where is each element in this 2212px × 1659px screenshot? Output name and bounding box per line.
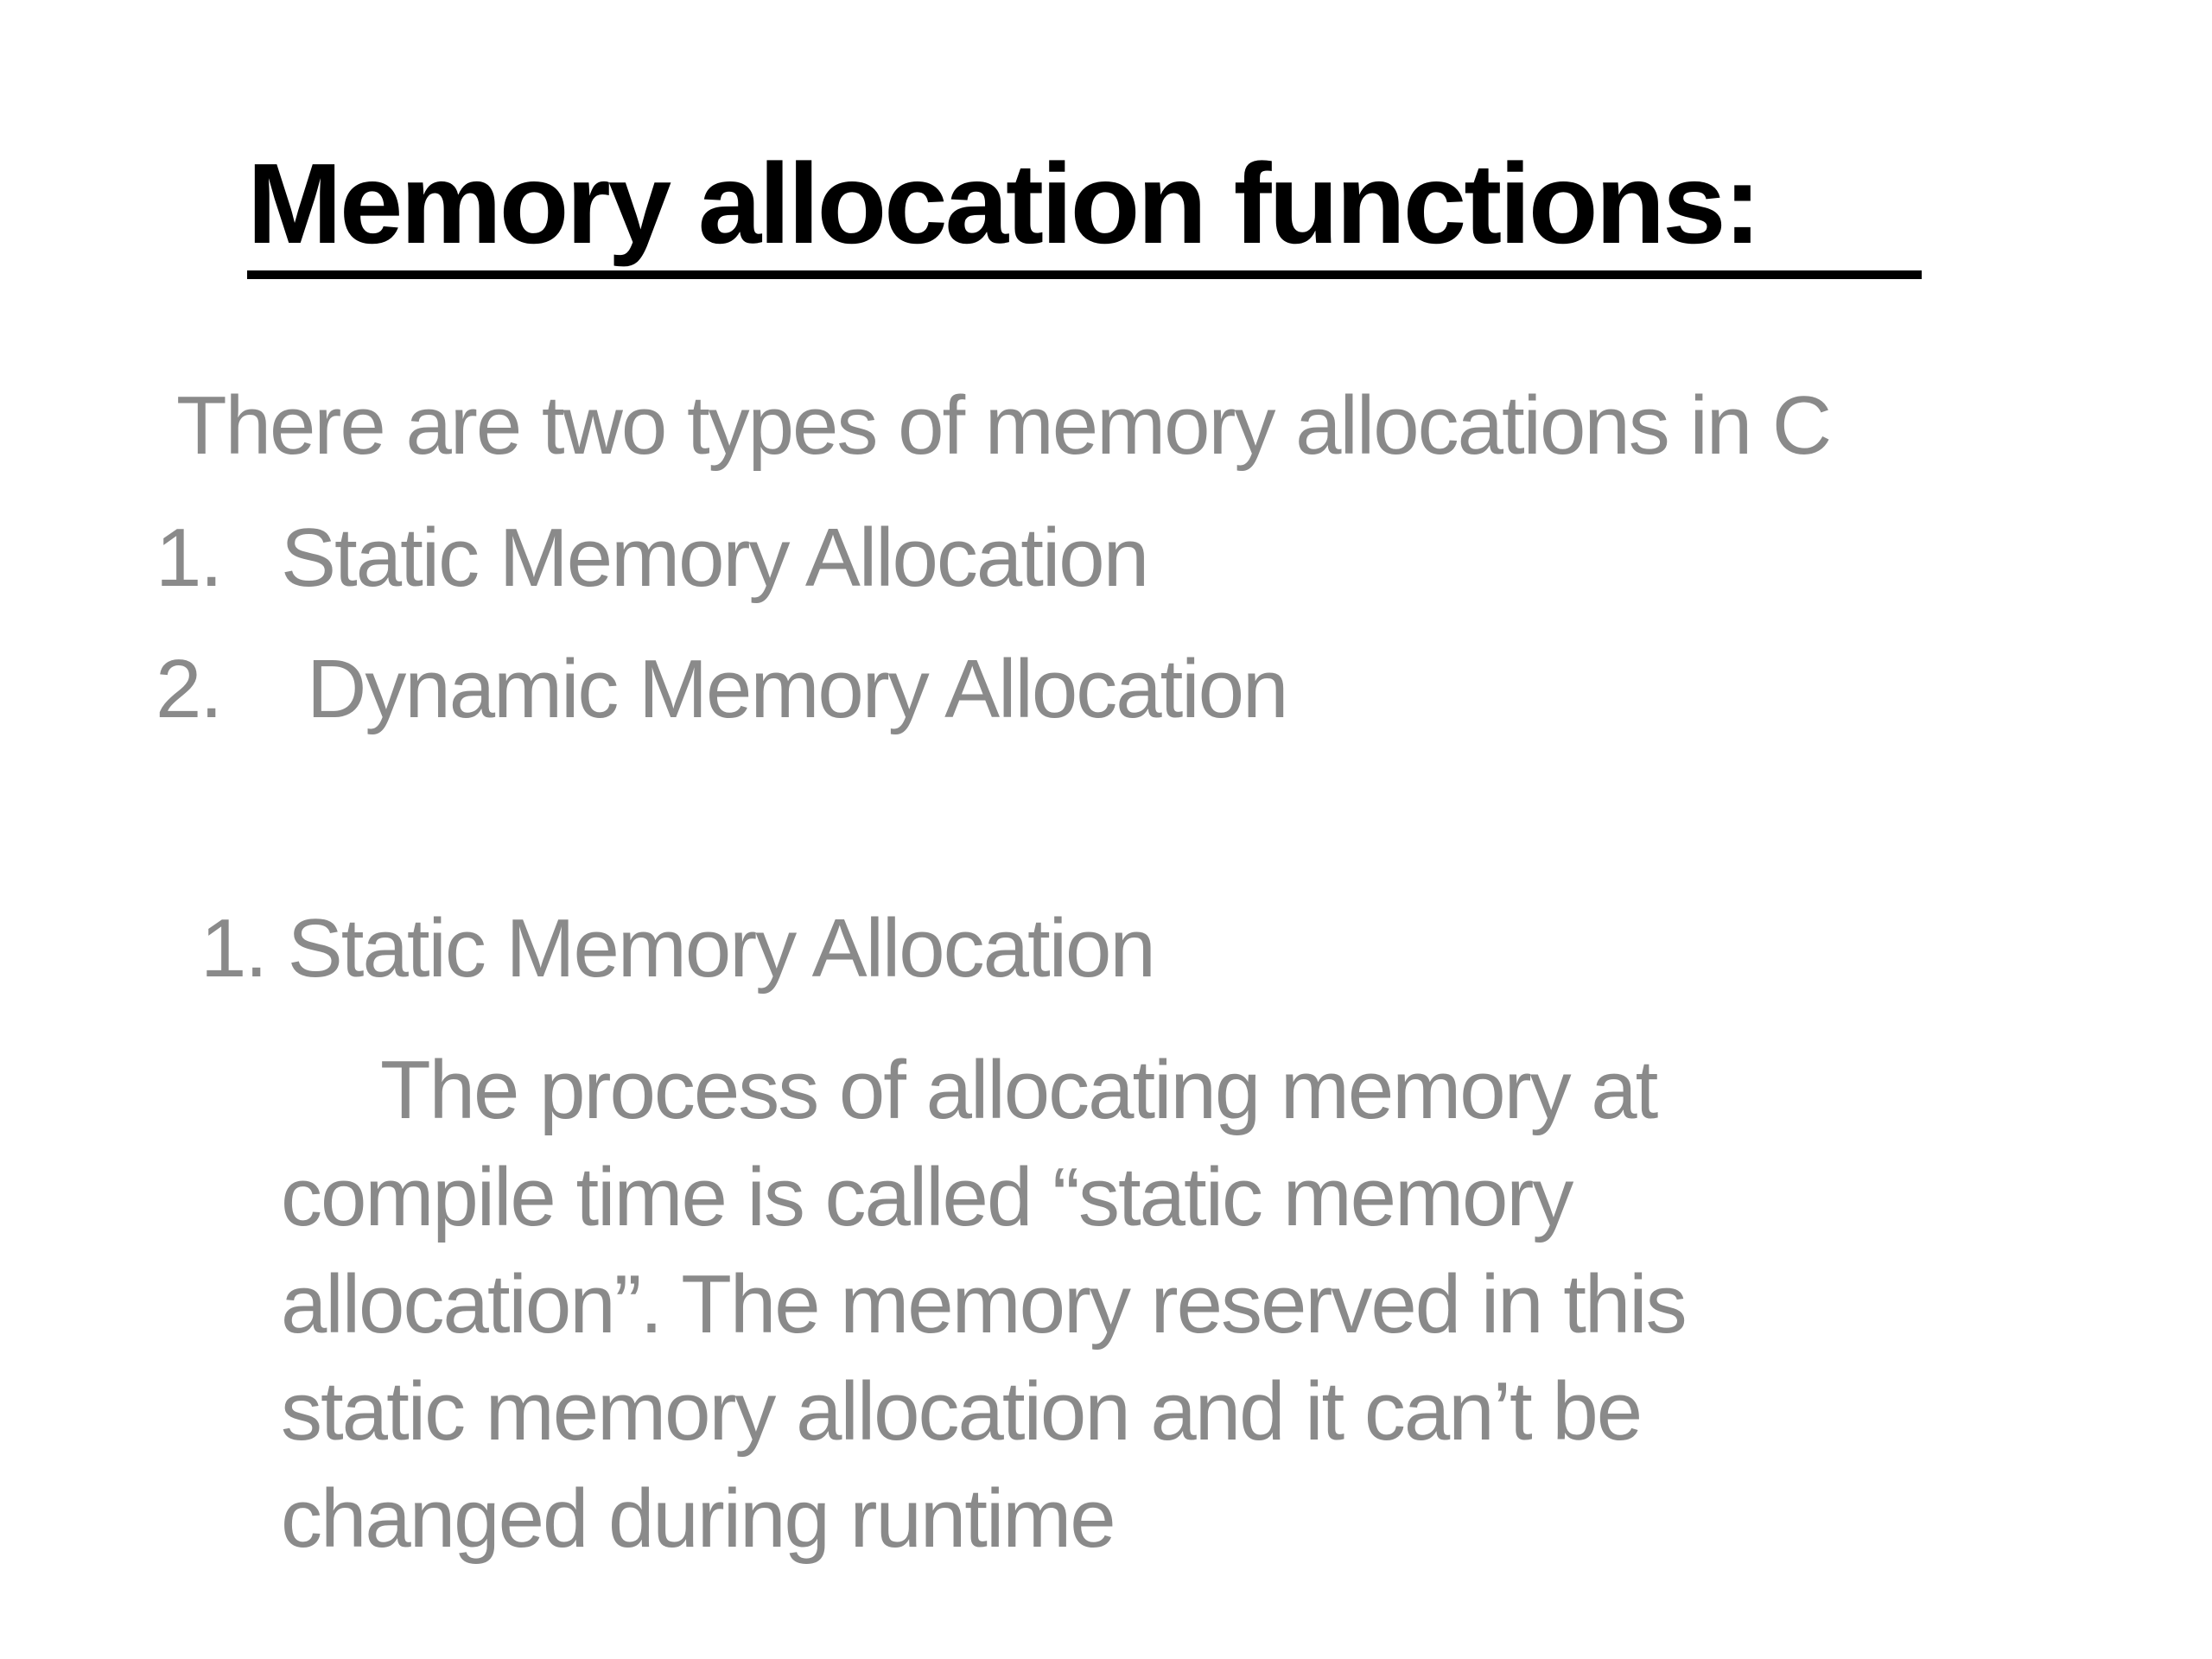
list-item-dynamic: Dynamic Memory Allocation bbox=[307, 643, 1288, 735]
list-item-static: Static Memory Allocation bbox=[281, 512, 1149, 604]
list-item-number: 1. bbox=[156, 512, 223, 604]
paragraph-line: allocation”. The memory reserved in this bbox=[281, 1258, 1688, 1351]
section-paragraph: The process of allocating memory at comp… bbox=[281, 1037, 2009, 1573]
paragraph-line: compile time is called “static memory bbox=[281, 1151, 1573, 1243]
intro-text: There are two types of memory allocation… bbox=[176, 379, 1832, 472]
list-item-number: 2. bbox=[156, 643, 223, 735]
slide-title: Memory allocation functions: bbox=[247, 140, 1761, 267]
title-underline bbox=[247, 270, 1922, 279]
paragraph-line: The process of allocating memory at bbox=[380, 1044, 1658, 1136]
paragraph-line: static memory allocation and it can’t be bbox=[281, 1365, 1643, 1458]
paragraph-line: changed during runtime bbox=[281, 1472, 1116, 1565]
section-heading: 1. Static Memory Allocation bbox=[200, 902, 1156, 995]
